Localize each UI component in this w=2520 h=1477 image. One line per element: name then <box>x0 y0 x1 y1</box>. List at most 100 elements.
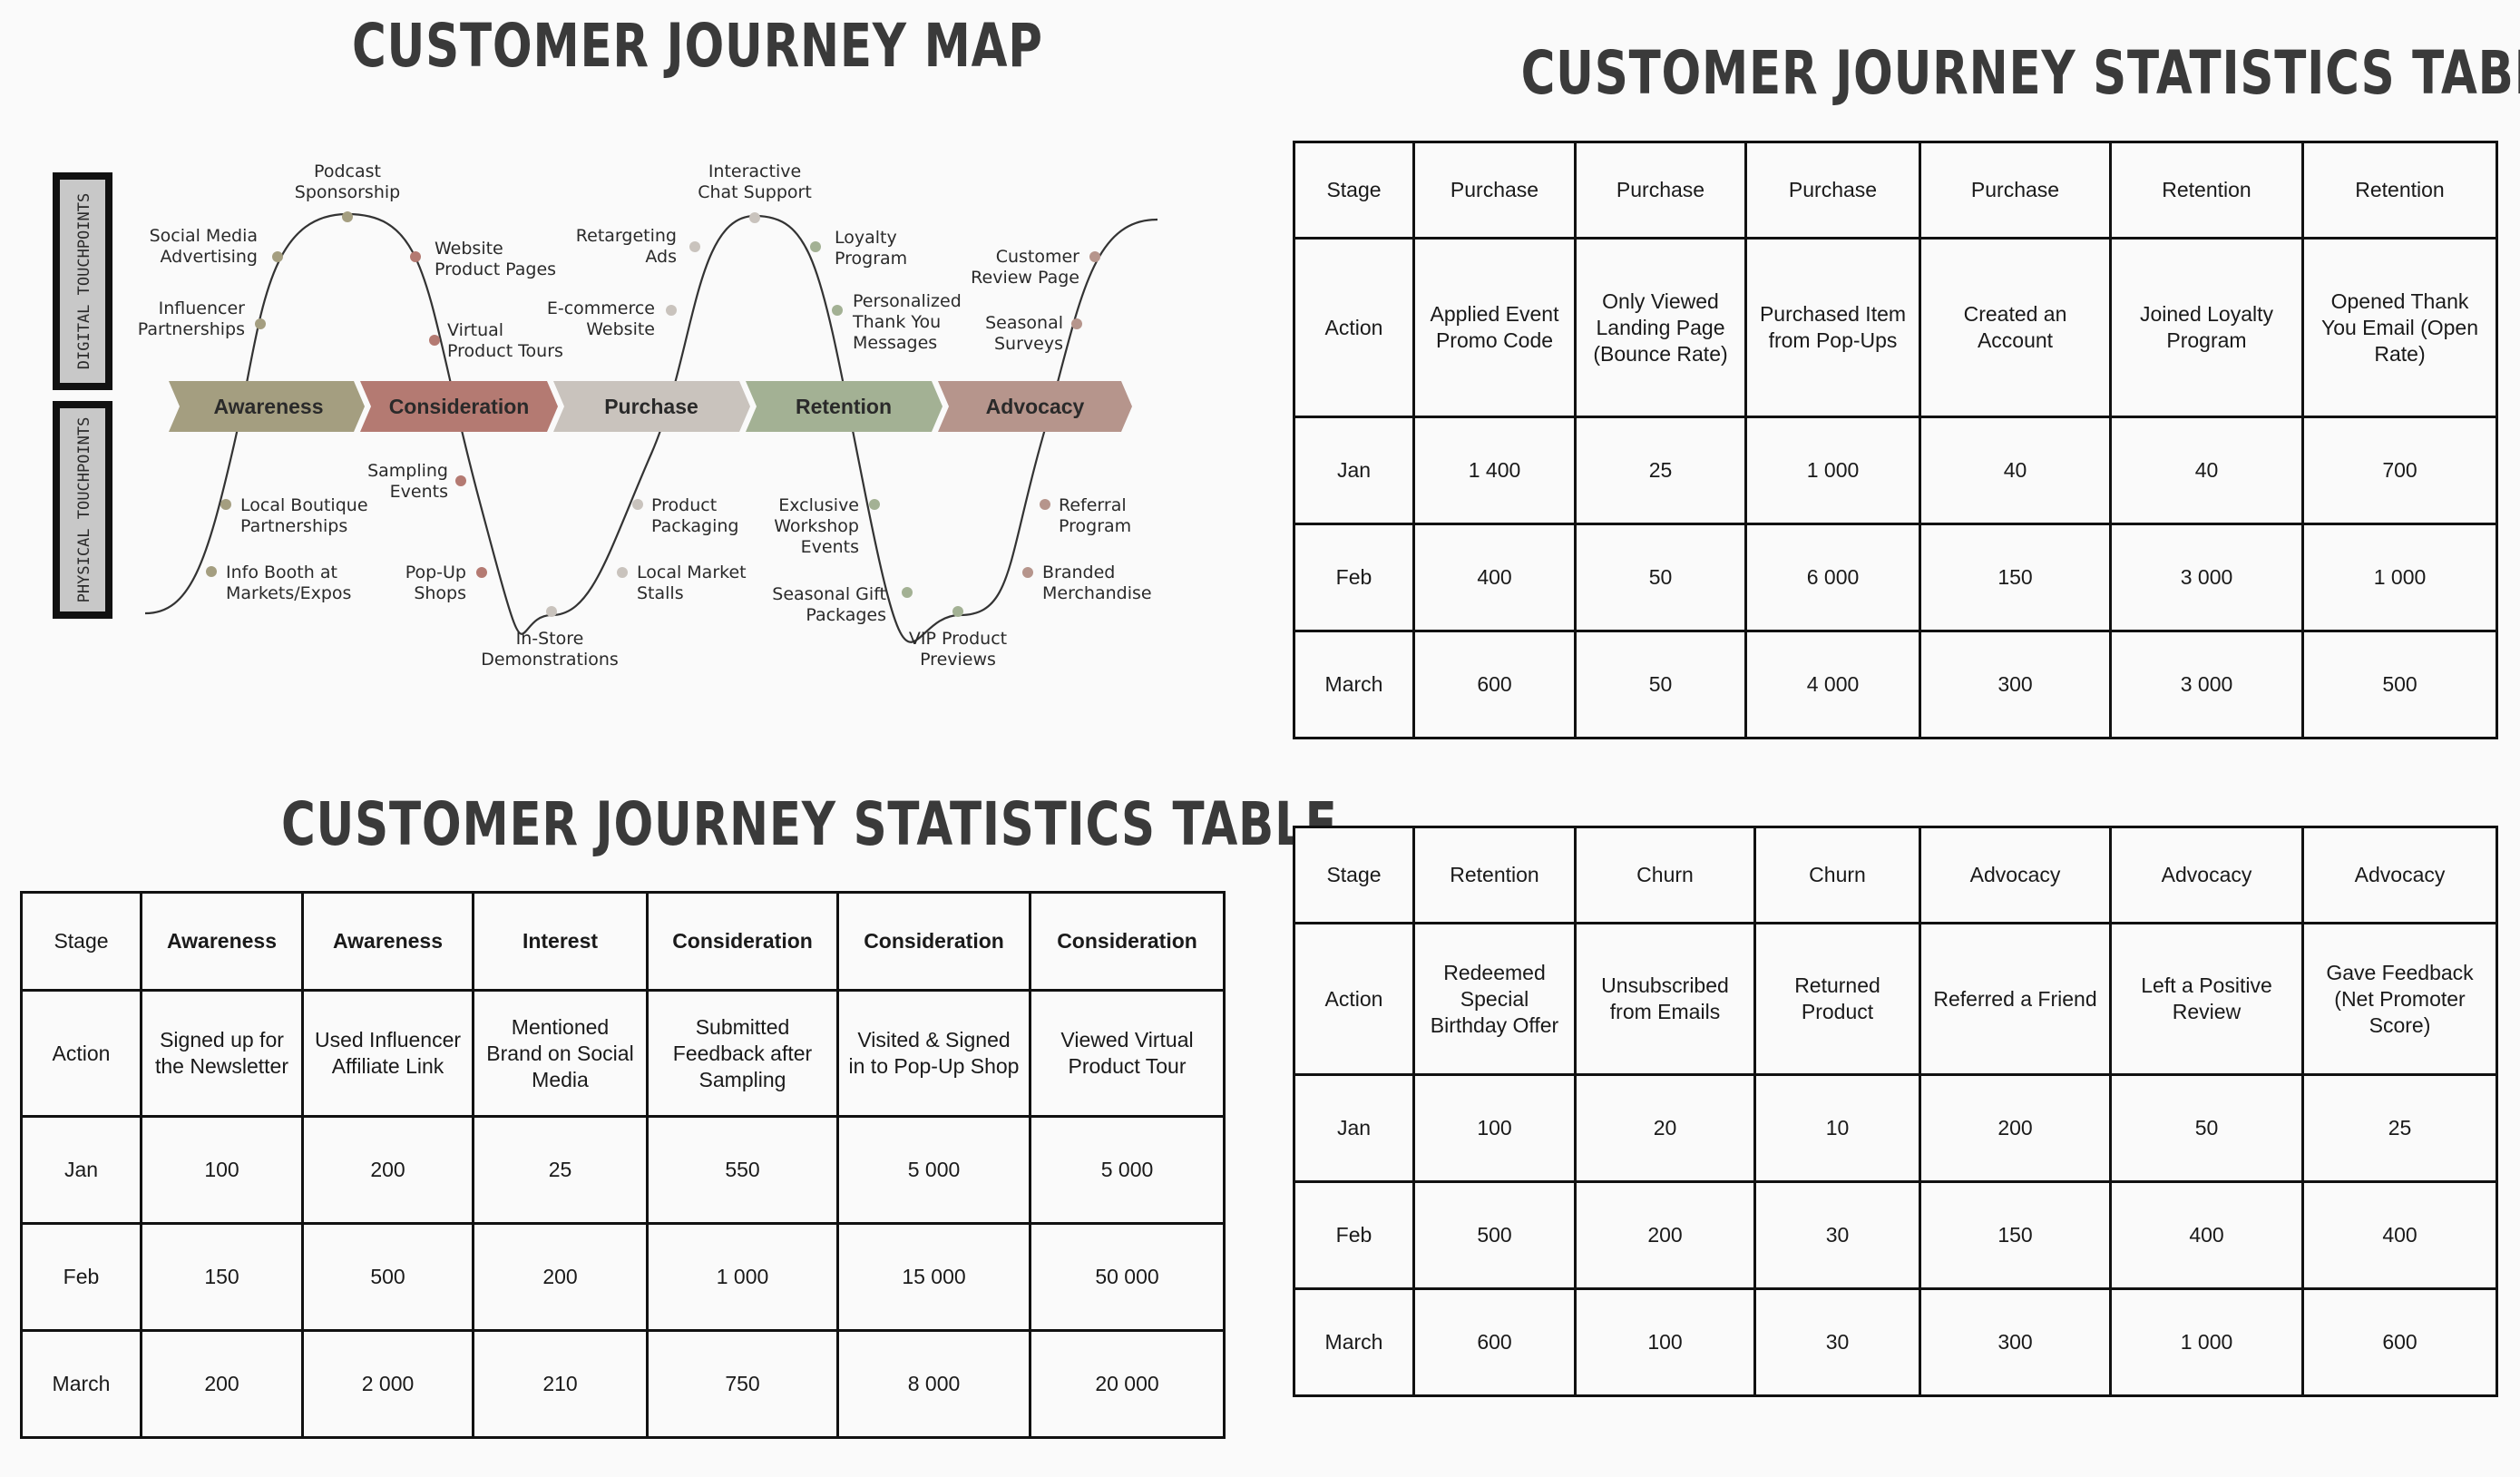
table-cell: 400 <box>2109 1180 2304 1290</box>
physical-touchpoints-label: PHYSICAL TOUCHPOINTS <box>75 417 93 603</box>
table-cell: 20 000 <box>1029 1329 1226 1439</box>
table-cell: 25 <box>472 1115 649 1225</box>
table-cell: 200 <box>1919 1073 2112 1183</box>
table-row: Stage Retention Churn Churn Advocacy Adv… <box>1293 826 2498 924</box>
journey-map-diagram: DIGITAL TOUCHPOINTS PHYSICAL TOUCHPOINTS… <box>53 161 1158 670</box>
table-cell: 1 000 <box>2301 523 2498 632</box>
table-cell: 1 000 <box>1744 416 1921 525</box>
table-cell: 150 <box>1919 1180 2112 1290</box>
stage-chevron-awareness <box>169 381 365 432</box>
table-cell: 30 <box>1753 1287 1921 1397</box>
table-cell: Purchase <box>1744 141 1921 240</box>
table-row: Jan 1 400 25 1 000 40 40 700 <box>1293 416 2498 525</box>
table-cell: Stage <box>1293 826 1415 924</box>
table-cell: 200 <box>301 1115 474 1225</box>
table-cell: March <box>1293 630 1415 739</box>
table-cell: Purchase <box>1574 141 1747 240</box>
table-cell: Gave Feedback (Net Promoter Score) <box>2301 922 2498 1076</box>
stats-table-title-top: Customer Journey Statistics Table <box>1520 38 2520 108</box>
table-cell: March <box>1293 1287 1415 1397</box>
table-cell: 40 <box>1919 416 2112 525</box>
table-cell: 1 000 <box>646 1222 839 1332</box>
table-cell: 25 <box>1574 416 1747 525</box>
table-cell: 20 <box>1574 1073 1756 1183</box>
table-cell: Visited & Signed in to Pop-Up Shop <box>836 989 1031 1118</box>
table-cell: Jan <box>1293 416 1415 525</box>
table-cell: Stage <box>1293 141 1415 240</box>
table-cell: 100 <box>140 1115 304 1225</box>
table-cell: Opened Thank You Email (Open Rate) <box>2301 237 2498 418</box>
table-cell: 200 <box>472 1222 649 1332</box>
table-cell: Used Influencer Affiliate Link <box>301 989 474 1118</box>
table-cell: 1 000 <box>2109 1287 2304 1397</box>
journey-curve <box>144 212 1158 643</box>
table-cell: 8 000 <box>836 1329 1031 1439</box>
stage-chevron-purchase <box>553 381 750 432</box>
table-cell: 210 <box>472 1329 649 1439</box>
table-cell: Retention <box>2109 141 2304 240</box>
table-cell: 600 <box>1412 1287 1577 1397</box>
table-cell: 3 000 <box>2109 523 2304 632</box>
table-cell: Advocacy <box>2301 826 2498 924</box>
digital-touchpoints-label: DIGITAL TOUCHPOINTS <box>75 193 93 369</box>
table-cell: 50 000 <box>1029 1222 1226 1332</box>
table-cell: Retention <box>1412 826 1577 924</box>
table-cell: 300 <box>1919 1287 2112 1397</box>
table-cell: Purchase <box>1919 141 2112 240</box>
stats-table-title-bottom: Customer Journey Statistics Table <box>281 789 1338 859</box>
table-cell: 1 400 <box>1412 416 1577 525</box>
table-cell: 30 <box>1753 1180 1921 1290</box>
table-cell: 100 <box>1574 1287 1756 1397</box>
table-cell: 4 000 <box>1744 630 1921 739</box>
table-cell: Returned Product <box>1753 922 1921 1076</box>
stage-chevron-retention <box>746 381 943 432</box>
table-cell: Created an Account <box>1919 237 2112 418</box>
table-cell: Purchase <box>1412 141 1577 240</box>
table-cell: 40 <box>2109 416 2304 525</box>
table-cell: 150 <box>140 1222 304 1332</box>
table-cell: 2 000 <box>301 1329 474 1439</box>
table-cell: 50 <box>1574 523 1747 632</box>
table-cell: 50 <box>2109 1073 2304 1183</box>
table-cell: Feb <box>1293 523 1415 632</box>
table-cell: 10 <box>1753 1073 1921 1183</box>
stage-label-advocacy: Advocacy <box>986 395 1085 418</box>
table-row: Feb 500 200 30 150 400 400 <box>1293 1180 2498 1290</box>
table-cell: March <box>20 1329 142 1439</box>
stats-table-purchase-retention: Stage Purchase Purchase Purchase Purchas… <box>1293 141 2498 739</box>
table-cell: Action <box>1293 922 1415 1076</box>
table-cell: 100 <box>1412 1073 1577 1183</box>
table-cell: Feb <box>1293 1180 1415 1290</box>
table-cell: Jan <box>20 1115 142 1225</box>
table-cell: Mentioned Brand on Social Media <box>472 989 649 1118</box>
table-row: March 200 2 000 210 750 8 000 20 000 <box>20 1329 1226 1439</box>
table-cell: 600 <box>2301 1287 2498 1397</box>
table-cell: 15 000 <box>836 1222 1031 1332</box>
table-row: Jan 100 20 10 200 50 25 <box>1293 1073 2498 1183</box>
table-row: Feb 400 50 6 000 150 3 000 1 000 <box>1293 523 2498 632</box>
table-row: March 600 100 30 300 1 000 600 <box>1293 1287 2498 1397</box>
table-cell: Consideration <box>836 891 1031 992</box>
table-cell: Submitted Feedback after Sampling <box>646 989 839 1118</box>
stage-label-purchase: Purchase <box>604 395 698 418</box>
table-row: Stage Awareness Awareness Interest Consi… <box>20 891 1226 992</box>
stage-chevron-advocacy <box>938 381 1132 432</box>
table-cell: Viewed Virtual Product Tour <box>1029 989 1226 1118</box>
table-cell: Awareness <box>140 891 304 992</box>
